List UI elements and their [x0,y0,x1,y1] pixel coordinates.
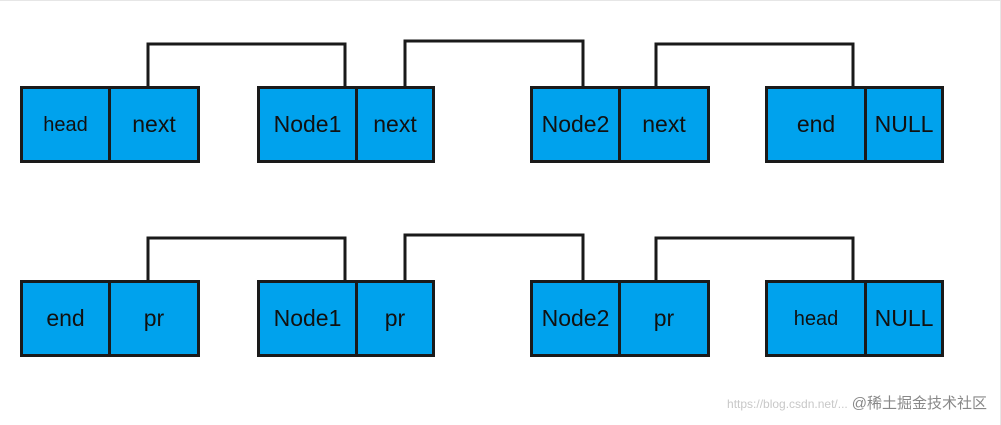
reverse-node-node1-pointer: pr [355,280,435,357]
reverse-node-node1-name: Node1 [257,280,358,357]
forward-node-node1-pointer: next [355,86,435,163]
frame-top-border [0,0,1001,1]
reverse-node-end-pointer: pr [108,280,200,357]
connector-end-to-node1 [146,236,347,281]
connector-node2-to-end [654,42,855,87]
watermark-url: https://blog.csdn.net/... [727,397,848,411]
reverse-node-node2-pointer: pr [618,280,710,357]
reverse-node-node2-name: Node2 [530,280,621,357]
connector-node1-to-node2-reverse [403,233,585,281]
watermark: https://blog.csdn.net/...@稀土掘金技术社区 [727,392,987,413]
reverse-node-head-pointer: NULL [864,280,944,357]
reverse-node-end-name: end [20,280,111,357]
connector-head-to-node1 [146,42,347,87]
forward-node-end-pointer: NULL [864,86,944,163]
forward-node-node2-pointer: next [618,86,710,163]
forward-node-node2-name: Node2 [530,86,621,163]
forward-node-head-name: head [20,86,111,163]
watermark-brand: @稀土掘金技术社区 [851,395,987,412]
forward-node-end-name: end [765,86,867,163]
reverse-node-head-name: head [765,280,867,357]
forward-node-node1-name: Node1 [257,86,358,163]
connector-node1-to-node2 [403,39,585,87]
forward-node-head-pointer: next [108,86,200,163]
connector-node2-to-head [654,236,855,281]
